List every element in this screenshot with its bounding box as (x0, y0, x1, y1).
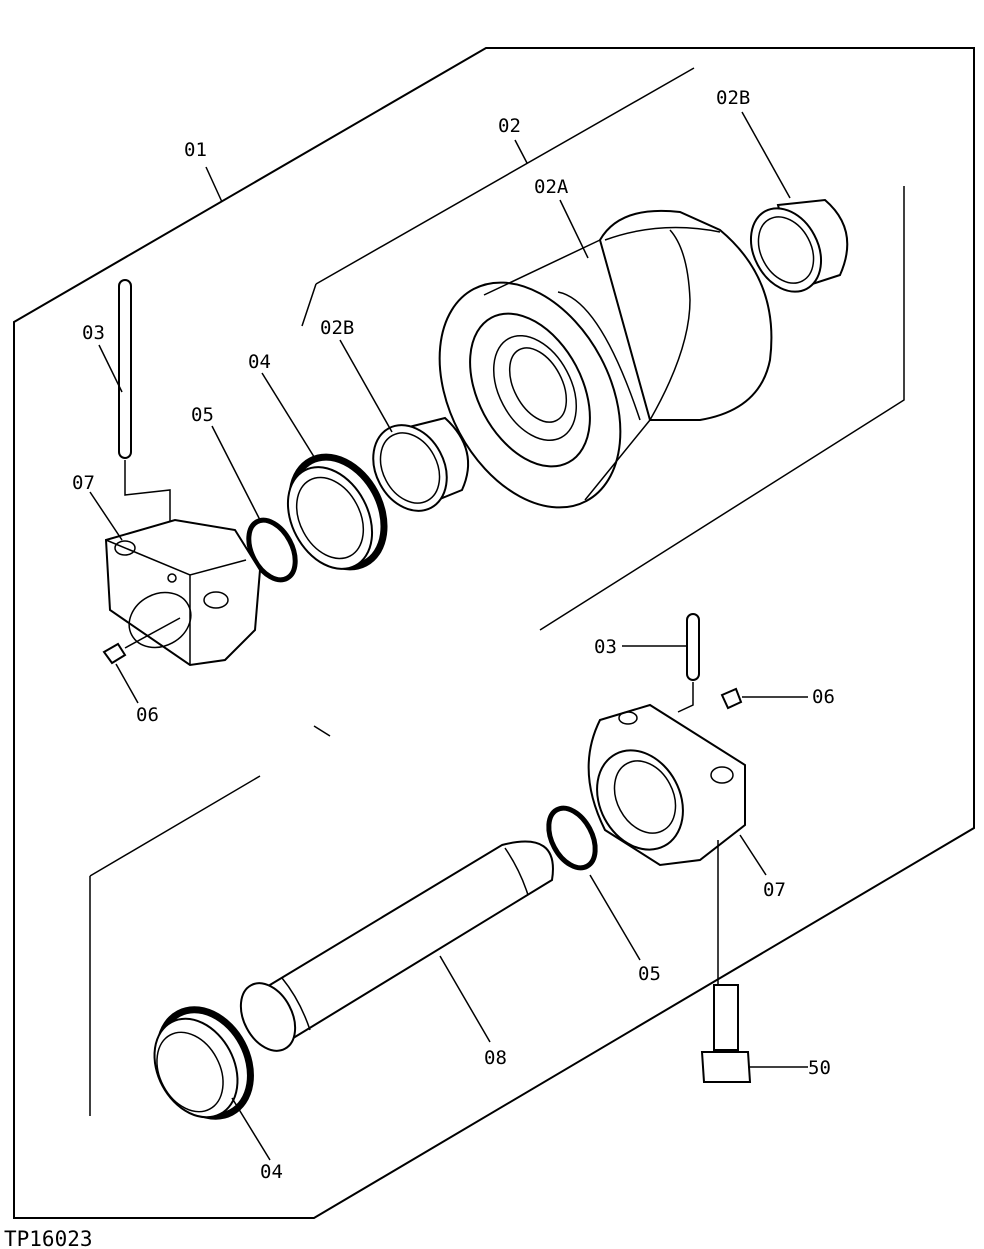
label-07-left: 07 (72, 472, 95, 494)
divider-line (89, 186, 905, 877)
collar-07-left (104, 518, 262, 667)
seal-04-bottom (153, 1006, 254, 1120)
roller-02A (438, 209, 773, 509)
label-02B-left: 02B (320, 317, 354, 339)
figure-id: TP16023 (4, 1227, 93, 1249)
label-03-right: 03 (594, 636, 617, 658)
subassembly-02-outline (301, 67, 695, 327)
label-02A: 02A (534, 176, 569, 198)
assembly-01-outline (13, 47, 975, 1219)
label-08: 08 (484, 1047, 507, 1069)
pin-03-right (677, 613, 700, 713)
label-05-top: 05 (191, 404, 214, 426)
label-05-bottom: 05 (638, 963, 661, 985)
bolt-50 (700, 840, 752, 1083)
label-01: 01 (184, 139, 207, 161)
label-02: 02 (498, 115, 521, 137)
label-02B-top: 02B (716, 87, 750, 109)
shaft-08 (239, 840, 554, 1052)
leader-lines (89, 111, 808, 1161)
seal-04-top (286, 453, 388, 571)
label-06-left: 06 (136, 704, 159, 726)
collar-07-right (587, 703, 746, 867)
label-03-left: 03 (82, 322, 105, 344)
plug-06-right (720, 687, 743, 710)
label-07-right: 07 (763, 879, 786, 901)
oring-05-bottom (546, 805, 598, 871)
label-50: 50 (808, 1057, 831, 1079)
label-04-bottom: 04 (260, 1161, 283, 1183)
bushing-02B-left (372, 416, 470, 512)
pin-03-left (118, 279, 171, 578)
label-04-top: 04 (248, 351, 271, 373)
bushing-02B-right (749, 198, 849, 293)
label-06-right: 06 (812, 686, 835, 708)
plug-06-left (102, 617, 181, 665)
